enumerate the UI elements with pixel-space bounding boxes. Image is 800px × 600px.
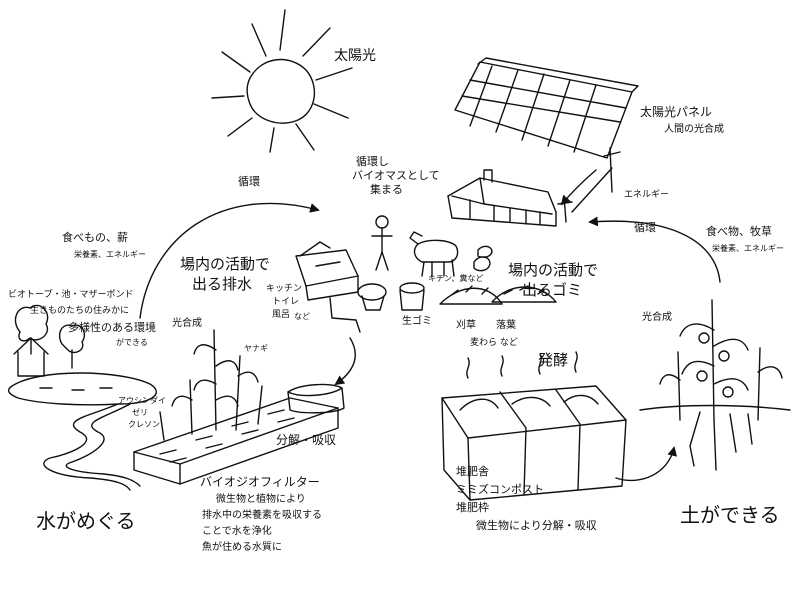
wastewater-heading-line2: 出る排水 xyxy=(192,275,253,293)
cut-grass-label: 刈草 xyxy=(456,320,476,331)
circulation-arrow-left xyxy=(139,202,320,319)
barn-icon xyxy=(447,169,557,227)
plant-b-label: ゼリ xyxy=(132,408,148,417)
plant-a-label: アウシンダイ xyxy=(118,396,166,405)
chicken-icon xyxy=(473,245,493,272)
biogeo-line4: 魚が住める水質に xyxy=(202,542,282,553)
septic-tank-icon xyxy=(287,383,345,414)
nutrients-energy-left-label: 栄養素、エネルギー xyxy=(74,250,146,259)
soil-ground-line-right xyxy=(639,404,791,411)
compost-arrow xyxy=(615,446,678,482)
compost-box-icon xyxy=(441,385,627,501)
plant-c-label: クレソン xyxy=(128,420,160,429)
wastewater-heading-line1: 場内の活動で xyxy=(180,255,271,273)
toilet-label: トイレ xyxy=(272,297,300,307)
compost-line1: 堆肥舎 xyxy=(456,465,489,478)
fermentation-heat-icon xyxy=(466,351,578,379)
vegetable-plant-icon xyxy=(659,299,783,421)
willow-label: ヤナギ xyxy=(244,344,268,353)
circulate-collect-line3: 集まる xyxy=(370,183,403,196)
biogeo-line3: ことで水を浄化 xyxy=(202,526,272,537)
sunlight-label: 太陽光 xyxy=(334,48,376,64)
photosynthesis-right-label: 光合成 xyxy=(642,312,672,323)
circulation-arrow-right xyxy=(588,216,721,283)
waste-heading-line1: 場内の活動で xyxy=(508,261,599,279)
stream-icon xyxy=(43,403,141,491)
cow-icon xyxy=(409,231,459,277)
fallen-leaves-label: 落葉 xyxy=(496,320,516,331)
wetland-plant-icon xyxy=(159,329,263,441)
compost-line4: 微生物により分解・吸収 xyxy=(476,519,597,532)
kitchen-label: キッチン xyxy=(266,284,303,294)
root-icon xyxy=(689,411,753,471)
food-pasture-label: 食べ物、牧草 xyxy=(706,225,772,238)
energy-arrow xyxy=(560,169,597,206)
compost-line3: 堆肥枠 xyxy=(456,501,489,514)
pond-icon xyxy=(7,372,157,406)
biotope-line2: 生きものたちの住みかに xyxy=(30,306,130,316)
biogeo-line1: 微生物と植物により xyxy=(216,494,306,505)
leaf-pile-icon xyxy=(491,285,557,303)
garbage-label: 生ゴミ xyxy=(402,316,432,327)
biotope-line4: ができる xyxy=(116,338,148,347)
straw-label: 麦わら など xyxy=(470,338,518,348)
drain-arrow xyxy=(334,337,356,386)
kitchen-icon xyxy=(295,241,359,301)
power-line-icon xyxy=(557,147,621,223)
circulate-collect-line1: 循環し xyxy=(356,155,389,168)
drain-pipe xyxy=(329,297,361,333)
water-cycles-caption: 水がめぐる xyxy=(36,509,136,533)
circulation-label-right: 循環 xyxy=(634,221,656,234)
biotope-line3: 多様性のある環境 xyxy=(68,321,156,334)
bath-label: 風呂 xyxy=(272,310,291,320)
etc-label: など xyxy=(294,312,310,321)
biotope-line1: ビオトープ・池・マザーポンド xyxy=(8,290,134,300)
tree-icon xyxy=(14,304,86,369)
fermentation-label: 発酵 xyxy=(538,351,569,369)
trash-can-icon xyxy=(399,282,425,311)
circulate-collect-line2: バイオマスとして xyxy=(352,169,440,182)
toilet-icon xyxy=(357,283,387,311)
energy-label: エネルギー xyxy=(624,190,670,200)
solar-panel-label: 太陽光パネル xyxy=(640,105,713,119)
food-firewood-label: 食べもの、薪 xyxy=(62,231,128,244)
solar-panel-icon xyxy=(454,57,639,159)
chicken-manure-label: キチン、糞など xyxy=(428,274,484,283)
waste-heading-line2: 出るゴミ xyxy=(522,281,583,299)
biogeo-filter-title: バイオジオフィルター xyxy=(200,475,320,489)
soil-made-caption: 土ができる xyxy=(680,503,780,527)
biogeo-line2: 排水中の栄養素を吸収する xyxy=(202,510,322,521)
decompose-absorb-label: 分解・吸収 xyxy=(276,433,337,447)
compost-line2: ミミズコンポスト xyxy=(456,483,544,496)
artificial-photosynthesis-label: 人間の光合成 xyxy=(664,124,724,135)
grass-pile-icon xyxy=(439,285,503,305)
nutrients-energy-right-label: 栄養素、エネルギー xyxy=(712,244,784,253)
biogeo-filter-bed xyxy=(133,397,339,485)
person-icon xyxy=(371,215,393,271)
sun-icon xyxy=(211,9,353,153)
photosynthesis-left-label: 光合成 xyxy=(172,318,202,329)
circulation-label-left: 循環 xyxy=(238,175,260,188)
